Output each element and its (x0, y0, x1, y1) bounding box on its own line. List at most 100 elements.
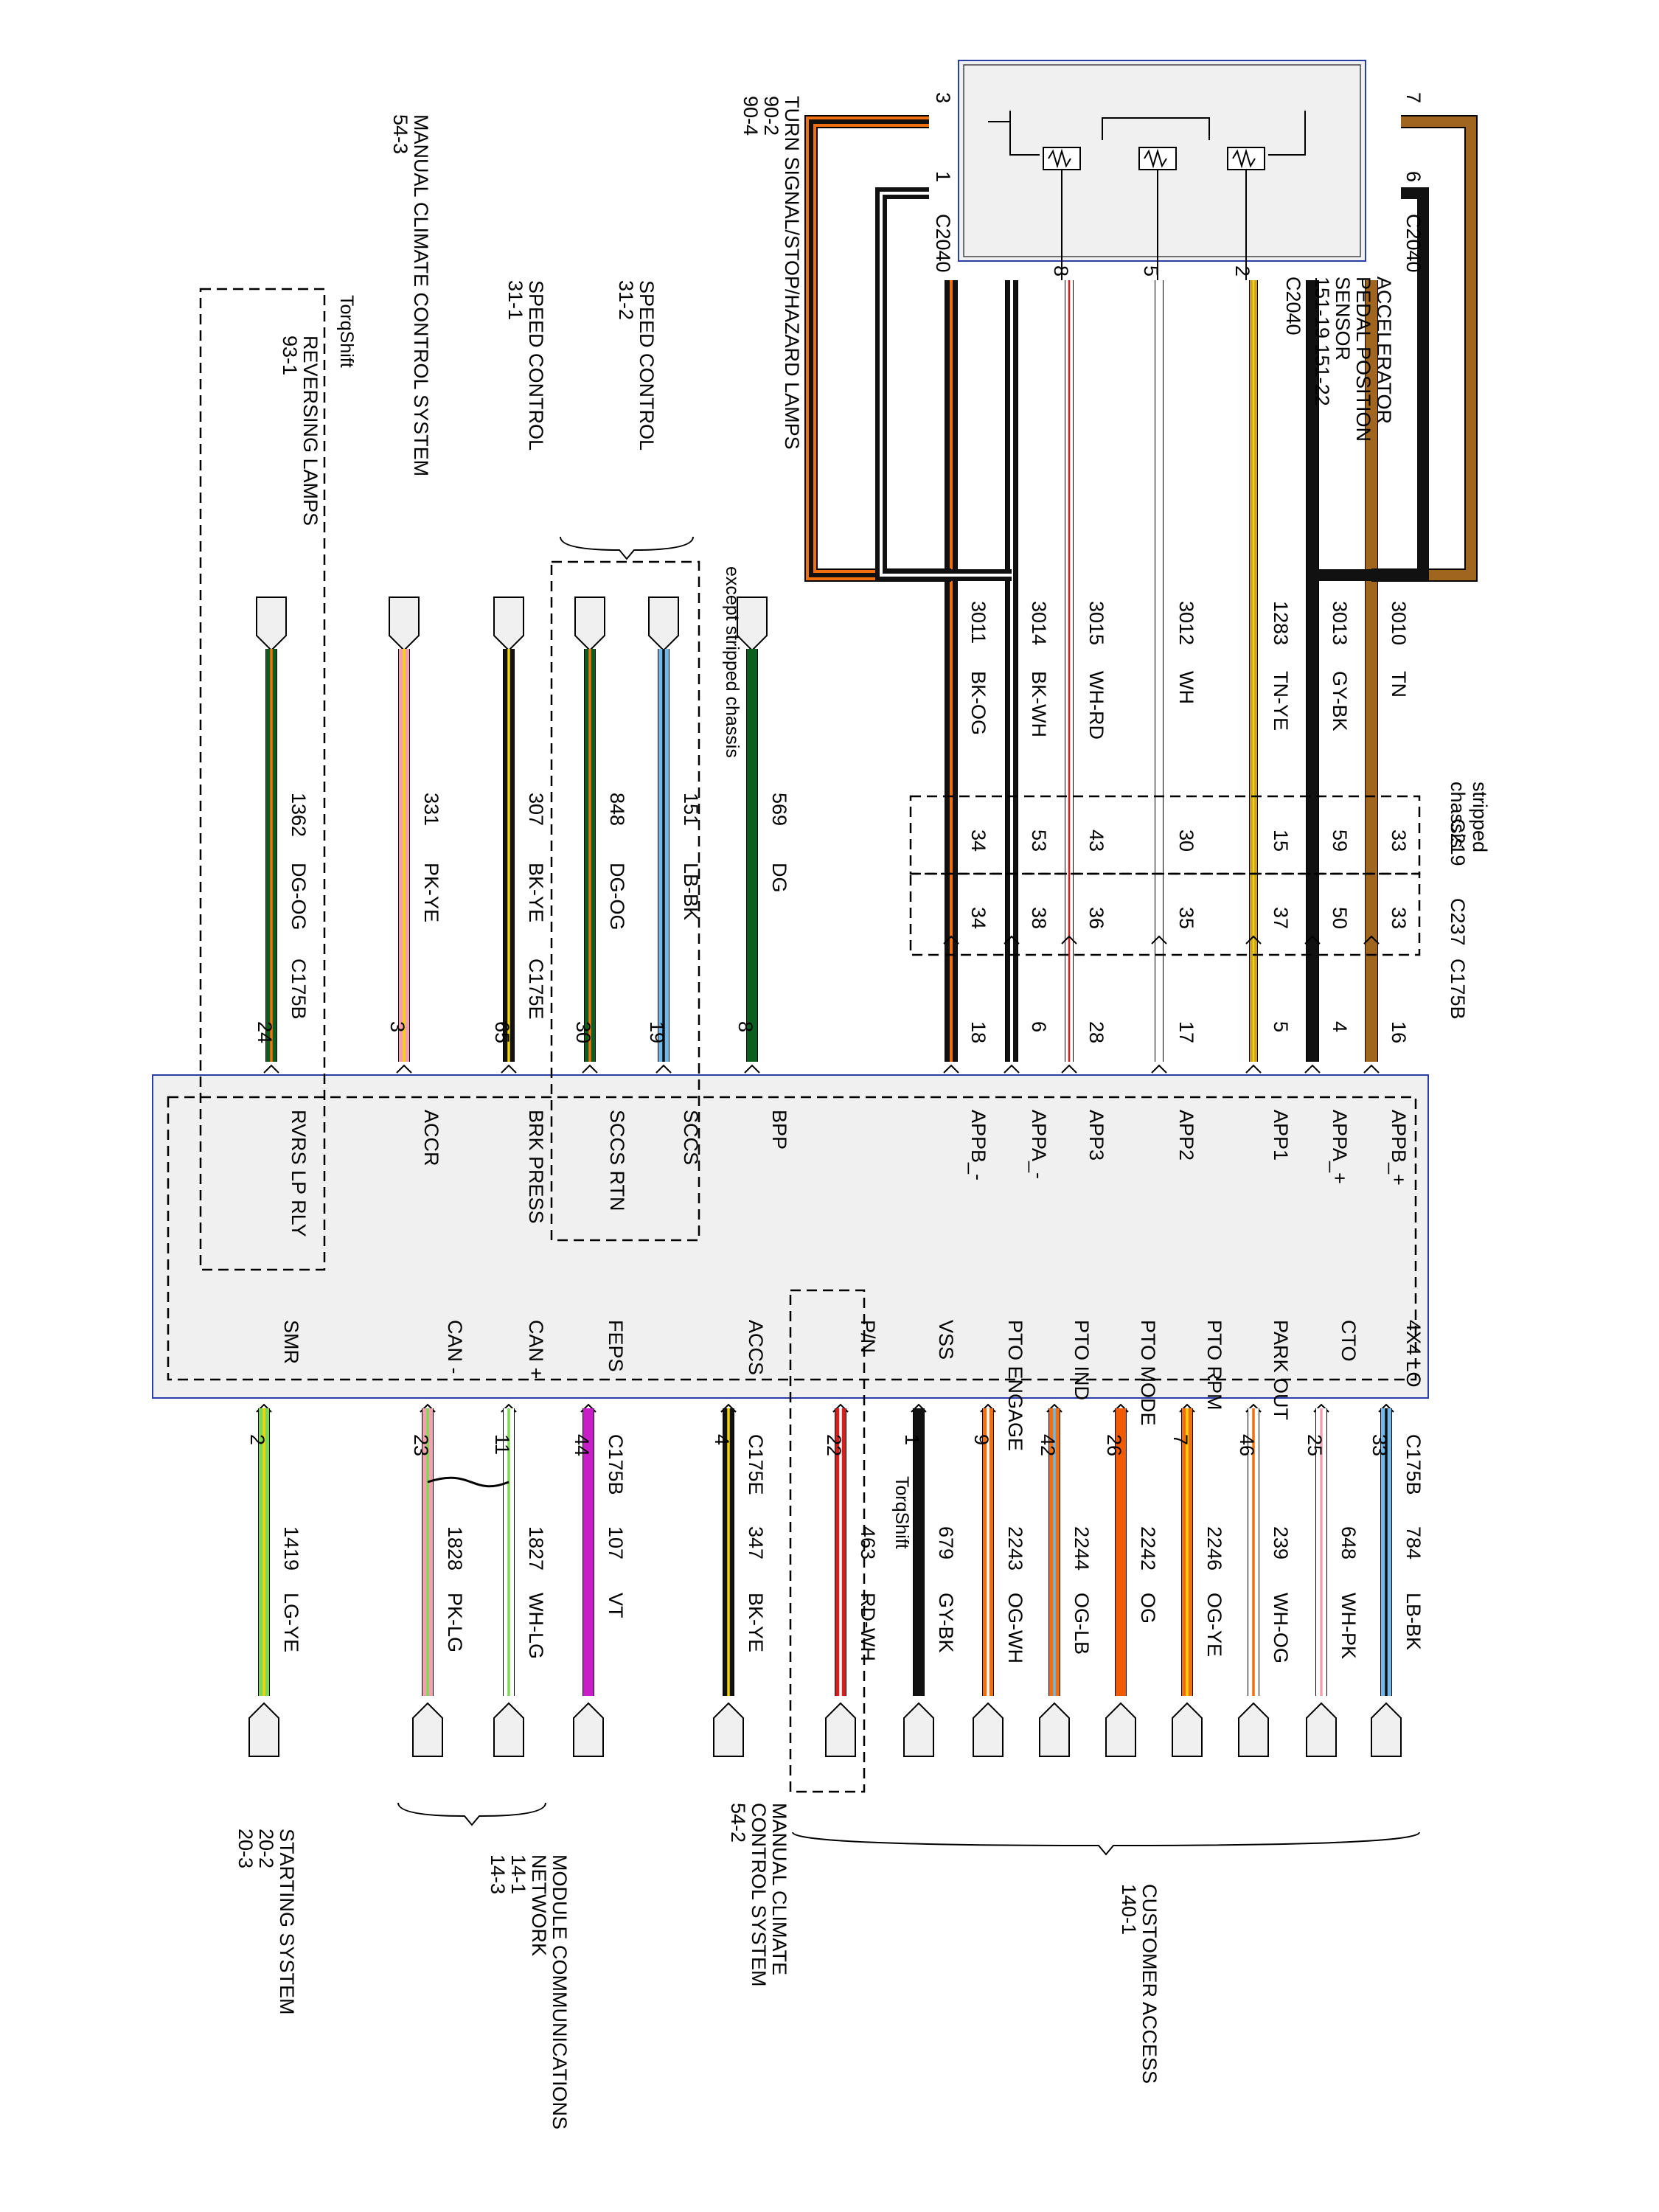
connector-c2040: C2040 (932, 214, 954, 273)
ref-connector (1306, 1702, 1337, 1757)
ref-turn-signal: TURN SIGNAL/STOP/HAZARD LAMPS (781, 96, 803, 450)
pin-number: 25 (1304, 1434, 1326, 1456)
sensor-title: 151-19 151-22 (1311, 276, 1333, 406)
ref-connector (1039, 1702, 1070, 1757)
circuit-number: 3014 (1028, 601, 1050, 645)
sensor-pin: 3 (932, 92, 954, 103)
pin-number: 23 (410, 1434, 432, 1456)
pin-c237: 36 (1085, 907, 1107, 929)
pin-number: 65 (491, 1021, 513, 1043)
color-code: DG-OG (288, 863, 310, 931)
pin-number: 26 (1103, 1434, 1125, 1456)
pin-number: 24 (254, 1021, 276, 1043)
color-code: OG (1137, 1593, 1159, 1624)
chevron-pcm (1245, 1064, 1262, 1074)
pcm-pin-label: APPA_- (1028, 1110, 1050, 1179)
circuit-number: 1362 (288, 793, 310, 837)
sensor-title: ACCELERATOR (1373, 276, 1395, 424)
circuit-number: 1419 (280, 1526, 302, 1571)
torqshift-pn-label: TorqShift (891, 1476, 912, 1549)
ref-connector (248, 1702, 279, 1757)
ref-connector (412, 1702, 443, 1757)
comm-brace (397, 1802, 546, 1826)
pcm-pin-label: CTO (1338, 1320, 1360, 1362)
ref-connector (493, 1702, 524, 1757)
ref-starting: 20-3 (234, 1829, 257, 1868)
sensor-pin: 7 (1402, 92, 1425, 103)
pcm-pin-label: P/N (857, 1320, 879, 1353)
pcm-pin-label: APP3 (1085, 1110, 1107, 1161)
chevron-c237 (1151, 935, 1167, 945)
pin-c237: 38 (1028, 907, 1050, 929)
pn-box (789, 1289, 866, 1793)
connector-label: C175B (605, 1434, 627, 1495)
pcm-pin-label: APPB_- (967, 1110, 990, 1180)
ref-connector (973, 1702, 1004, 1757)
circuit-number: 3010 (1388, 601, 1410, 645)
pcm-pin-label: CAN + (525, 1320, 547, 1379)
circuit-number: 3015 (1085, 601, 1107, 645)
color-code: TN (1388, 671, 1410, 698)
can-twist (427, 1476, 509, 1488)
circuit-number: 1827 (525, 1526, 547, 1571)
ref-turn-signal: 90-4 (740, 96, 762, 136)
pcm-pin-label: VSS (935, 1320, 957, 1360)
chevron-pcm (1151, 1064, 1167, 1074)
circuit-number: 107 (605, 1526, 627, 1559)
pcm-pin-label: ACCR (420, 1110, 442, 1166)
pcm-pin-label: APP1 (1270, 1110, 1292, 1161)
ref-connector (256, 597, 287, 652)
chevron-c237 (1363, 935, 1380, 945)
ref-connector (737, 597, 768, 652)
circuit-number: 463 (857, 1526, 879, 1559)
circuit-number: 784 (1402, 1526, 1425, 1559)
color-code: WH (1175, 671, 1197, 704)
color-code: PK-YE (420, 863, 442, 922)
pcm-pin-label: BRK PRESS (525, 1110, 547, 1224)
pin-c219: 34 (967, 830, 990, 852)
pcm-pin-label: 4X4 LO (1402, 1320, 1425, 1388)
color-code: GY-BK (935, 1593, 957, 1653)
color-code: WH-LG (525, 1593, 547, 1659)
pin-number: 46 (1236, 1434, 1258, 1456)
pcm-pin-label: APPB_+ (1388, 1110, 1410, 1186)
ref-manual-climate: MANUAL CLIMATE CONTROL SYSTEM (410, 114, 432, 476)
stripped-chassis-label: chassis (1447, 782, 1469, 848)
pin-number: 19 (646, 1021, 668, 1043)
customer-brace (792, 1832, 1420, 1856)
color-code: LG-YE (280, 1593, 302, 1652)
pcm-inner-dashed (167, 1096, 1417, 1381)
ref-connector (389, 597, 420, 652)
pin-c175b: 6 (1028, 1021, 1050, 1032)
chevron-pcm (1061, 1064, 1077, 1074)
pin-c219: 43 (1085, 830, 1107, 852)
color-code: OG-WH (1004, 1593, 1026, 1663)
ref-starting: STARTING SYSTEM (276, 1829, 298, 2015)
sensor-title: SENSOR (1332, 276, 1354, 361)
pin-c237: 50 (1329, 907, 1351, 929)
circuit-number: 2246 (1203, 1526, 1225, 1571)
color-code: BK-YE (745, 1593, 767, 1652)
circuit-number: 151 (680, 793, 702, 826)
pin-number: 33 (1368, 1434, 1391, 1456)
ref-connector (825, 1702, 856, 1757)
pcm-pin-label: SMR (280, 1320, 302, 1364)
sensor-trace (1009, 111, 1040, 156)
ref-module-comm: NETWORK (528, 1854, 550, 1956)
dashed-boxes (199, 288, 1421, 1793)
color-code: LB-BK (680, 863, 702, 920)
pin-c219: 30 (1175, 830, 1197, 852)
ref-turn-signal: 90-2 (760, 96, 782, 136)
except-stripped-label: except stripped chassis (722, 566, 742, 758)
pin-c175b: 18 (967, 1021, 990, 1043)
sensor-pin: 2 (1231, 265, 1253, 276)
color-code: WH-PK (1338, 1593, 1360, 1659)
ref-module-comm: 14-3 (487, 1854, 509, 1894)
color-code: VT (605, 1593, 627, 1618)
ref-module-comm: MODULE COMMUNICATIONS (549, 1854, 571, 2129)
route-3013 (1312, 187, 1429, 581)
route-3014-s (880, 192, 1012, 577)
ref-connector (648, 597, 679, 652)
pin-c175b: 28 (1085, 1021, 1107, 1043)
circuit-number: 2242 (1137, 1526, 1159, 1571)
